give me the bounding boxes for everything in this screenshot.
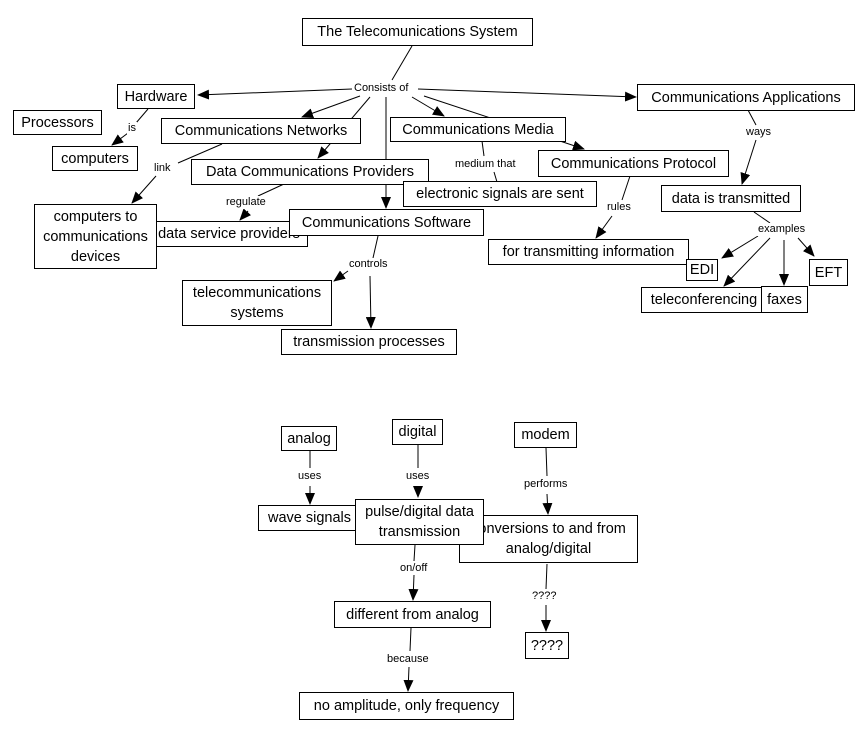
node-no-amplitude[interactable]: no amplitude, only frequency xyxy=(299,692,514,720)
node-different-from-analog[interactable]: different from analog xyxy=(334,601,491,628)
edge-examples-teleconf xyxy=(723,237,771,287)
label-ways: ways xyxy=(745,126,773,139)
node-edi[interactable]: EDI xyxy=(686,259,718,281)
node-analog[interactable]: analog xyxy=(281,426,337,451)
node-teleconferencing[interactable]: teleconferencing xyxy=(641,287,767,313)
label-is: is xyxy=(127,122,137,135)
edge-providers-regulate xyxy=(257,183,285,197)
edge-examples-eft xyxy=(797,237,815,257)
node-pulse-digital[interactable]: pulse/digital data transmission xyxy=(355,499,484,545)
label-examples: examples xyxy=(757,223,807,236)
label-on-off: on/off xyxy=(399,562,429,575)
edge-applications-ways xyxy=(747,109,757,126)
edge-hardware-is xyxy=(135,108,149,124)
node-comm-software[interactable]: Communications Software xyxy=(289,209,484,236)
node-transmission-processes[interactable]: transmission processes xyxy=(281,329,457,355)
node-data-comm-providers[interactable]: Data Communications Providers xyxy=(191,159,429,185)
edge-ways-transmitted xyxy=(740,139,757,185)
edge-performs-conversions xyxy=(542,493,553,515)
edge-consists-applications xyxy=(417,88,637,102)
edge-different-because xyxy=(409,627,412,652)
node-electronic-signals[interactable]: electronic signals are sent xyxy=(403,181,597,207)
node-computers-to-devices[interactable]: computers to communications devices xyxy=(34,204,157,269)
edge-protocol-rules xyxy=(621,175,631,201)
label-medium-that: medium that xyxy=(454,158,517,171)
edge-pulse-onoff xyxy=(413,544,416,562)
edge-examples-edi xyxy=(721,235,759,259)
edge-is-computers xyxy=(111,132,129,146)
node-root[interactable]: The Telecomunications System xyxy=(302,18,533,46)
edge-software-controls xyxy=(372,235,379,259)
node-modem[interactable]: modem xyxy=(514,422,577,448)
edge-regulate-dsp xyxy=(239,208,252,221)
node-comm-networks[interactable]: Communications Networks xyxy=(161,118,361,144)
node-eft[interactable]: EFT xyxy=(809,259,848,286)
edge-root-consists xyxy=(391,45,413,81)
node-qqqq[interactable]: ???? xyxy=(525,632,569,659)
label-uses-analog: uses xyxy=(297,470,323,483)
label-because: because xyxy=(386,653,430,666)
edge-controls-transmission xyxy=(365,275,376,329)
edge-medium-signals xyxy=(493,171,498,183)
node-processors[interactable]: Processors xyxy=(13,110,102,135)
label-rules: rules xyxy=(606,201,632,214)
node-hardware[interactable]: Hardware xyxy=(117,84,195,109)
node-computers[interactable]: computers xyxy=(52,146,138,171)
label-controls: controls xyxy=(348,258,389,271)
node-comm-applications[interactable]: Communications Applications xyxy=(637,84,855,111)
label-consists-of: Consists of xyxy=(353,82,410,95)
node-data-transmitted[interactable]: data is transmitted xyxy=(661,185,801,212)
edge-transmitted-examples xyxy=(753,211,771,224)
edge-because-noamp xyxy=(403,666,414,692)
node-faxes[interactable]: faxes xyxy=(761,286,808,313)
label-performs: performs xyxy=(523,478,569,491)
edge-consists-hardware xyxy=(197,88,353,100)
node-data-service-providers[interactable]: data service providers xyxy=(150,221,308,247)
edge-controls-telecom xyxy=(333,270,349,282)
edge-conversions-q xyxy=(545,563,548,590)
edge-onoff-different xyxy=(408,574,419,601)
node-conversions[interactable]: conversions to and from analog/digital xyxy=(459,515,638,563)
label-link: link xyxy=(153,162,172,175)
edge-modem-performs xyxy=(545,447,548,477)
edge-consists-networks xyxy=(301,95,361,118)
edge-link-devices xyxy=(131,175,157,204)
node-wave-signals[interactable]: wave signals xyxy=(258,505,361,531)
edge-consists-media xyxy=(411,96,445,117)
node-telecom-systems[interactable]: telecommunications systems xyxy=(182,280,332,326)
node-comm-protocol[interactable]: Communications Protocol xyxy=(538,150,729,177)
node-comm-media[interactable]: Communications Media xyxy=(390,117,566,142)
node-for-transmitting[interactable]: for transmitting information xyxy=(488,239,689,265)
edge-networks-link xyxy=(177,143,223,164)
edge-rules-transmitting xyxy=(595,215,613,239)
label-regulate: regulate xyxy=(225,196,267,209)
edge-media-medium xyxy=(481,140,485,157)
label-qqqq-link: ???? xyxy=(531,590,558,603)
label-uses-digital: uses xyxy=(405,470,431,483)
node-digital[interactable]: digital xyxy=(392,419,443,445)
